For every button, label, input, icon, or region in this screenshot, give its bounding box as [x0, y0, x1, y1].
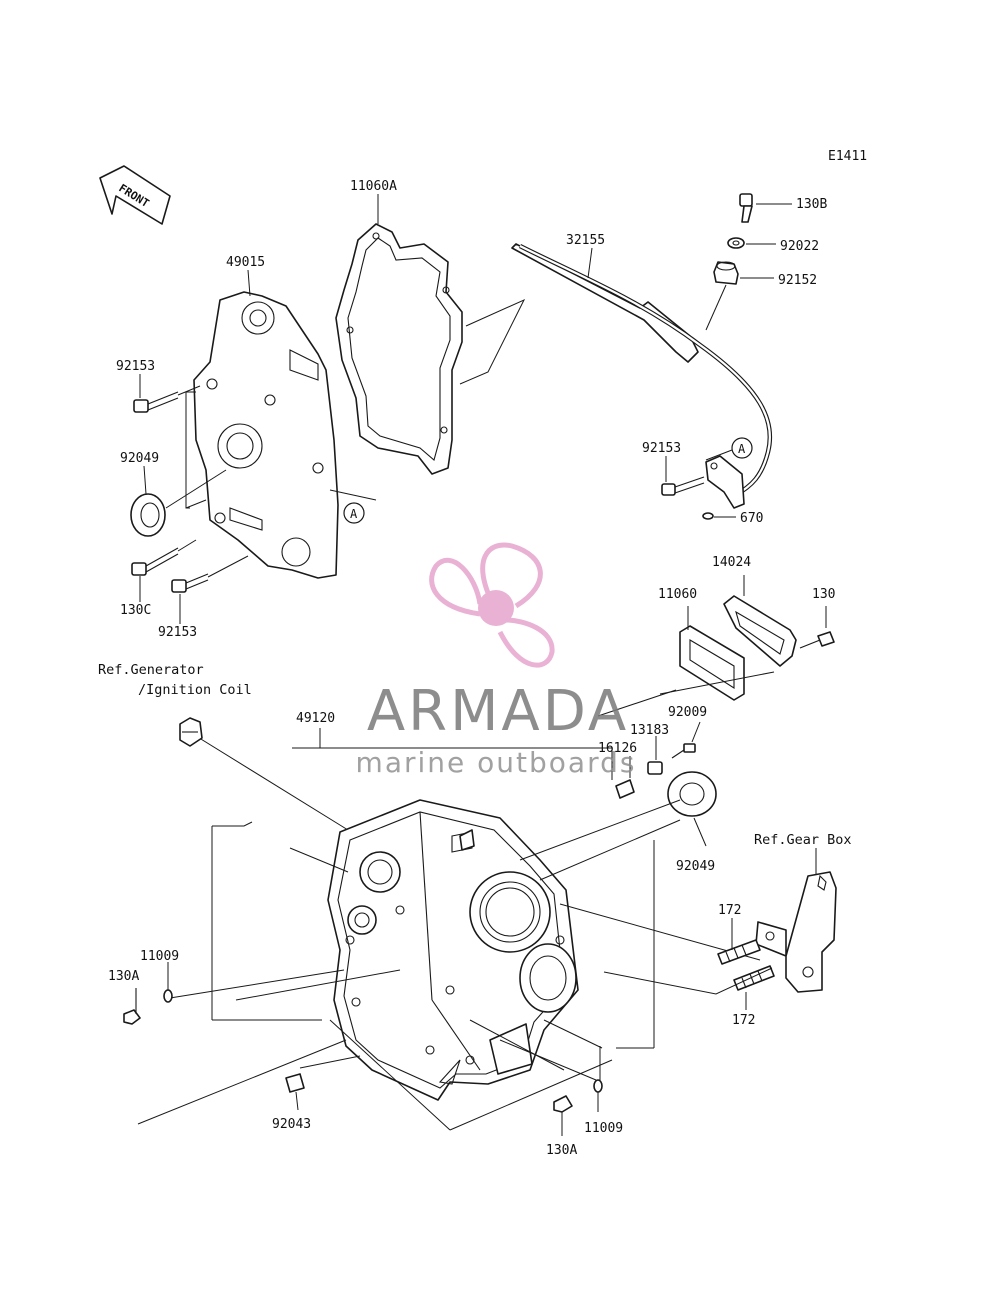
- part-label: 130: [812, 587, 835, 602]
- gasket-11060: [679, 625, 745, 701]
- part-label: 11009: [140, 949, 179, 964]
- watermark-brand: ARMADA: [367, 679, 629, 744]
- svg-text:A: A: [738, 442, 746, 456]
- o-ring-670: [702, 512, 714, 520]
- ref-ignition-label: /Ignition Coil: [138, 682, 252, 698]
- banjo-bolt-130B: [739, 193, 753, 223]
- part-label: 13183: [630, 723, 669, 738]
- washer-11009-left: [163, 989, 173, 1003]
- clip-13183: [647, 761, 663, 775]
- svg-text:A: A: [350, 507, 358, 521]
- front-arrow-icon: FRONT: [99, 165, 171, 225]
- ref-gear-box-label: Ref.Gear Box: [754, 832, 852, 848]
- bolt-130A-left: [123, 988, 141, 1025]
- part-label: 92009: [668, 705, 707, 720]
- part-label: 32155: [566, 233, 605, 248]
- oil-seal-92049-upper: [130, 493, 166, 537]
- part-label: 130A: [546, 1143, 577, 1158]
- part-label: 92153: [158, 625, 197, 640]
- part-label: 670: [740, 511, 763, 526]
- oil-pipe-32155: [511, 243, 773, 509]
- timing-cover-49015: [193, 291, 339, 579]
- part-label: 92049: [120, 451, 159, 466]
- bolt-130C: [131, 547, 179, 576]
- fitting-92152: [713, 261, 739, 285]
- oil-seal-92049-lower: [667, 771, 717, 817]
- bolt-130: [799, 631, 835, 649]
- part-label: 11009: [584, 1121, 623, 1136]
- bolt-92153-upper: [133, 391, 179, 413]
- gasket-11060A: [335, 223, 463, 475]
- diagram-code: E1411: [828, 149, 867, 164]
- part-label: 92049: [676, 859, 715, 874]
- bolt-130A-right: [553, 1095, 573, 1113]
- armada-watermark-logo: [429, 542, 555, 668]
- part-label: 49015: [226, 255, 265, 270]
- bolt-92153-lower: [171, 573, 209, 593]
- part-label: 172: [732, 1013, 755, 1028]
- part-label: 172: [718, 903, 741, 918]
- reference-marker-a-right: A: [731, 437, 753, 459]
- part-label: 130B: [796, 197, 827, 212]
- part-label: 92153: [116, 359, 155, 374]
- watermark-tagline: marine outboards: [356, 746, 637, 779]
- part-label: 49120: [296, 711, 335, 726]
- part-label: 92043: [272, 1117, 311, 1132]
- generator-cap-icon: [179, 717, 203, 747]
- crankcase-49120: [327, 799, 579, 1101]
- bolt-92153-pipe: [661, 476, 705, 496]
- part-label: 14024: [712, 555, 751, 570]
- dowel-16126: [615, 779, 635, 799]
- part-label: 92022: [780, 239, 819, 254]
- part-label: 11060A: [350, 179, 397, 194]
- ref-generator-label: Ref.Generator: [98, 662, 204, 678]
- part-label: 11060: [658, 587, 697, 602]
- part-label: 92153: [642, 441, 681, 456]
- part-label: 92152: [778, 273, 817, 288]
- cover-14024: [723, 595, 797, 667]
- part-label: 130A: [108, 969, 139, 984]
- screw-92009: [671, 743, 696, 759]
- reference-marker-a-left: A: [343, 502, 365, 524]
- washer-11009-right: [593, 1079, 603, 1093]
- stud-172-upper: [717, 939, 761, 965]
- dowel-92043: [285, 1073, 305, 1093]
- part-label: 16126: [598, 741, 637, 756]
- washer-92022: [727, 237, 745, 249]
- part-label: 130C: [120, 603, 151, 618]
